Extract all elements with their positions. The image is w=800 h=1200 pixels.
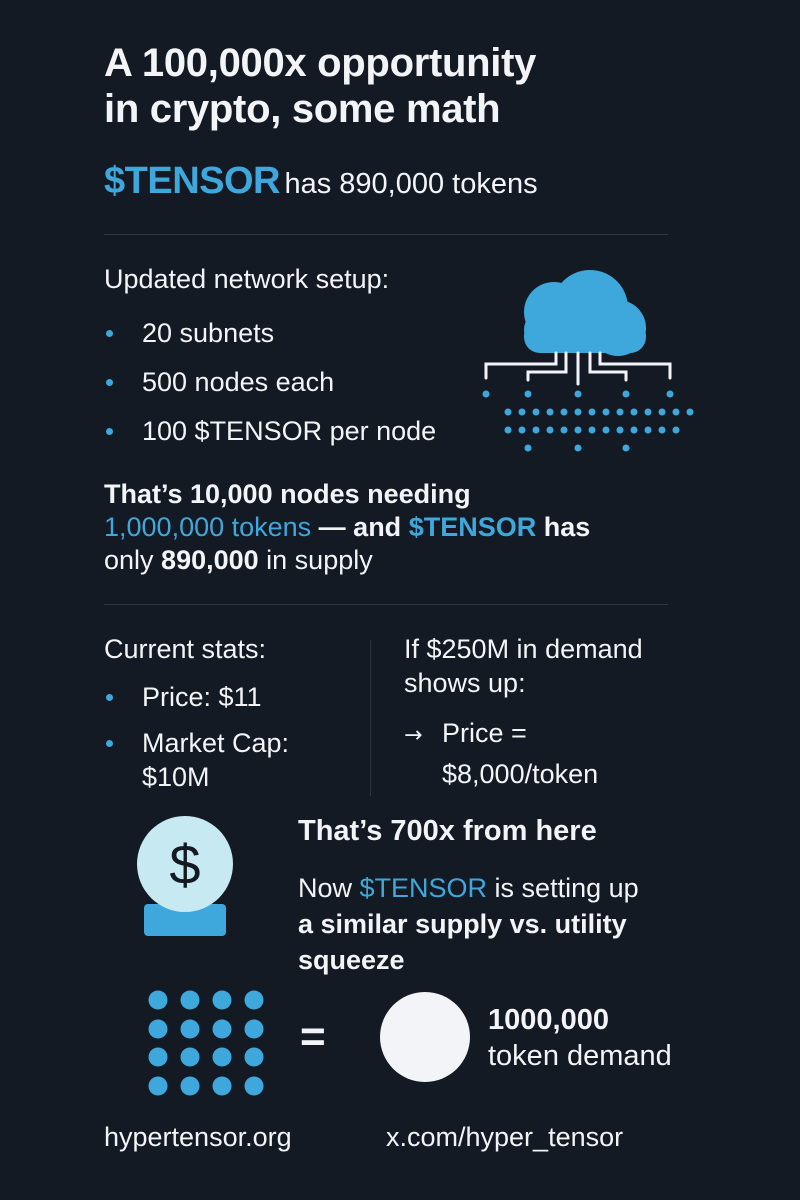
callout-highlight-ticker: $TENSOR: [408, 512, 537, 542]
squeeze-text: Now $TENSOR is setting up a similar supp…: [298, 870, 758, 978]
demand-line-1: If $250M in demand: [404, 634, 643, 664]
list-item-label: 20 subnets: [142, 318, 275, 348]
list-item: Market Cap: $10M: [104, 726, 289, 794]
callout-text-1: That’s 10,000 nodes needing: [104, 479, 471, 509]
demand-price-row: → Price =: [404, 714, 744, 755]
demand-total-value: 1000,000: [488, 1004, 609, 1036]
network-list: 20 subnets 500 nodes each 100 $TENSOR pe…: [104, 316, 436, 463]
list-item-label: 100 $TENSOR per node: [142, 416, 437, 446]
crystal-ball-dollar-icon: $: [137, 816, 233, 936]
list-item: 500 nodes each: [104, 365, 436, 414]
squeeze-ticker: $TENSOR: [359, 873, 488, 903]
market-cap-value: $10M: [142, 762, 210, 792]
callout-line-3: only 890,000 in supply: [104, 544, 704, 577]
price-stat: Price: $11: [142, 682, 262, 712]
list-item: 20 subnets: [104, 316, 436, 365]
subtitle-ticker: $TENSOR: [104, 160, 280, 202]
website-link[interactable]: hypertensor.org: [104, 1122, 292, 1152]
list-item-label: 500 nodes each: [142, 367, 335, 397]
squeeze-text-1: Now: [298, 873, 360, 903]
subtitle-rest: has 890,000 tokens: [284, 168, 538, 200]
network-heading: Updated network setup:: [104, 264, 390, 294]
dollar-symbol: $: [169, 833, 200, 896]
squeeze-text-2: is setting up: [487, 873, 639, 903]
title-line-2: in crypto, some math: [104, 87, 501, 131]
callout-text-2: — and: [311, 512, 409, 542]
callout-text-5: in supply: [258, 545, 373, 575]
list-item: 100 $TENSOR per node: [104, 414, 436, 463]
x-profile-link[interactable]: x.com/hyper_tensor: [386, 1122, 624, 1152]
callout-text-3: has: [536, 512, 591, 542]
demand-price-value: $8,000/token: [442, 759, 599, 789]
title-line-1: A 100,000x opportunity: [104, 41, 537, 85]
token-circle-icon: [380, 992, 470, 1082]
demand-total: 1000,000 token demand: [488, 1002, 672, 1074]
vertical-divider: [370, 640, 371, 796]
squeeze-line-1: Now $TENSOR is setting up: [298, 870, 758, 906]
callout-line-2: 1,000,000 tokens — and $TENSOR has: [104, 511, 704, 544]
callout-supply-value: 890,000: [161, 545, 259, 575]
cloud-network-icon: [482, 270, 694, 452]
stats-list: Price: $11 Market Cap: $10M: [104, 680, 289, 806]
squeeze-line-2: a similar supply vs. utility: [298, 909, 627, 939]
callout-highlight-tokens: 1,000,000 tokens: [104, 512, 312, 542]
market-cap-label: Market Cap:: [142, 728, 290, 758]
demand-line-2: shows up:: [404, 668, 526, 698]
squeeze-line-3: squeeze: [298, 945, 405, 975]
arrow-right-icon: →: [404, 723, 423, 748]
equals-sign: =: [300, 1012, 326, 1061]
list-item: Price: $11: [104, 680, 289, 714]
stats-heading: Current stats:: [104, 634, 267, 664]
subtitle: $TENSOR has 890,000 tokens: [104, 160, 538, 210]
demand-price: → Price = $8,000/token: [404, 714, 744, 793]
divider: [104, 604, 668, 605]
callout: That’s 10,000 nodes needing 1,000,000 to…: [104, 478, 704, 577]
demand-scenario: If $250M in demand shows up:: [404, 632, 744, 700]
token-grid-icon: [148, 990, 264, 1096]
demand-total-label: token demand: [488, 1040, 672, 1072]
squeeze-headline: That’s 700x from here: [298, 815, 597, 847]
callout-line-1: That’s 10,000 nodes needing: [104, 478, 704, 511]
callout-text-4: only: [104, 545, 162, 575]
demand-price-label: Price =: [442, 718, 527, 748]
page-title: A 100,000x opportunity in crypto, some m…: [104, 40, 724, 132]
divider: [104, 234, 668, 235]
